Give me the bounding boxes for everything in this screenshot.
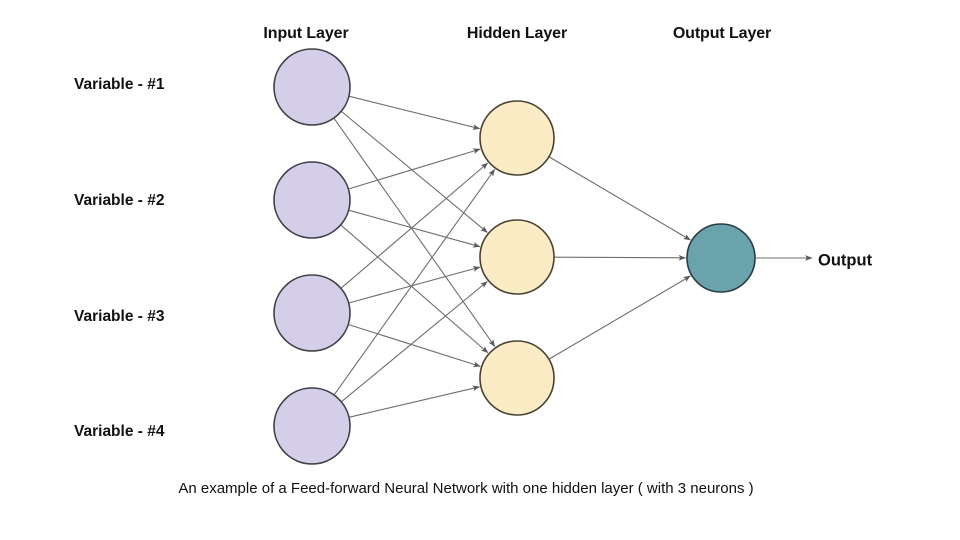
input-variable-label-4: Variable - #4	[74, 423, 165, 440]
output-label: Output	[818, 251, 873, 270]
input-neuron-2[interactable]	[273, 161, 351, 239]
input-neuron-3[interactable]	[273, 274, 351, 352]
input-neuron-1[interactable]	[273, 48, 351, 126]
nodes-group	[273, 48, 756, 465]
edges-group	[333, 95, 691, 418]
edge-in-1-to-hid-1	[348, 95, 481, 130]
input-variable-label-3: Variable - #3	[74, 308, 165, 325]
edge-hid-1-to-out-1	[548, 156, 691, 241]
input-neuron-4[interactable]	[273, 387, 351, 465]
edge-in-1-to-hid-2	[340, 110, 488, 233]
input-variable-label-1: Variable - #1	[74, 76, 165, 93]
input-variable-label-2: Variable - #2	[74, 192, 165, 209]
edge-in-2-to-hid-3	[340, 224, 489, 354]
edge-in-1-to-hid-3	[333, 117, 496, 347]
edge-hid-2-to-out-1	[553, 254, 686, 261]
hidden-neuron-1[interactable]	[479, 100, 555, 176]
diagram-caption: An example of a Feed-forward Neural Netw…	[178, 480, 754, 497]
layer-title-1: Input Layer	[263, 25, 349, 42]
edge-hid-3-to-out-1	[548, 275, 691, 360]
layer-title-2: Hidden Layer	[466, 25, 568, 42]
edge-in-2-to-hid-1	[348, 148, 481, 190]
edge-in-2-to-hid-2	[348, 209, 481, 248]
hidden-neuron-3[interactable]	[479, 340, 555, 416]
edge-in-3-to-hid-2	[348, 266, 481, 304]
edge-in-3-to-hid-3	[348, 323, 481, 368]
output-neuron-1[interactable]	[686, 223, 756, 293]
hidden-neuron-2[interactable]	[479, 219, 555, 295]
edge-in-4-to-hid-3	[348, 385, 480, 418]
edge-in-3-to-hid-1	[340, 162, 489, 289]
edge-in-4-to-hid-1	[333, 169, 496, 396]
edge-in-4-to-hid-2	[340, 281, 488, 403]
layer-title-3: Output Layer	[672, 25, 772, 42]
